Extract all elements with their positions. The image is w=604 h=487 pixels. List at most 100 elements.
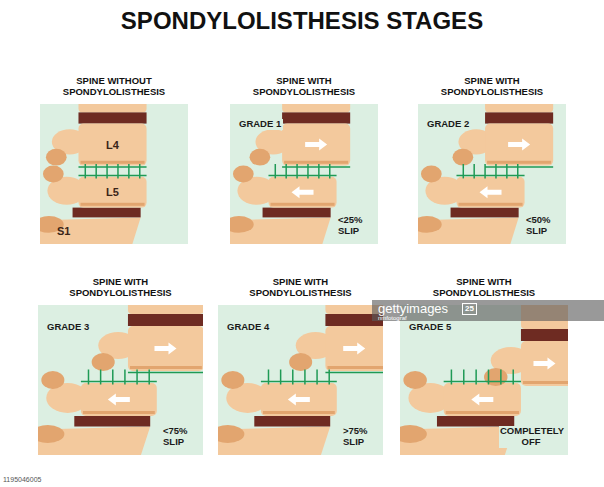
slip-label: <25% SLIP — [337, 215, 373, 237]
alignment-line — [261, 381, 337, 383]
endplate — [458, 203, 522, 206]
facet — [289, 353, 312, 371]
motion-arrow — [533, 358, 555, 370]
disc — [74, 416, 150, 427]
alignment-line — [81, 381, 157, 383]
alignment-tick — [463, 370, 465, 385]
vertebra-label: S1 — [57, 225, 70, 238]
motion-arrow — [154, 343, 176, 355]
endplate — [270, 203, 334, 206]
endplate — [523, 381, 568, 384]
vertebral-body — [78, 177, 146, 208]
endplate — [80, 203, 144, 206]
slip-label: >75% SLIP — [342, 426, 378, 448]
endplate — [327, 366, 383, 369]
panel-heading: SPINE WITH SPONDYLOLISTHESIS — [59, 277, 183, 299]
endplate — [487, 161, 551, 164]
motion-arrow — [343, 343, 365, 355]
alignment-tick — [473, 164, 475, 178]
facet — [43, 166, 64, 183]
alignment-tick — [136, 370, 138, 385]
disc — [78, 112, 146, 123]
watermark-badge: 25 — [462, 303, 477, 315]
facet — [484, 368, 508, 386]
endplate — [83, 411, 155, 414]
motion-arrow — [480, 186, 502, 198]
alignment-tick — [304, 370, 306, 385]
vertebra-label: L4 — [106, 138, 119, 151]
panel-heading: SPINE WITH SPONDYLOLISTHESIS — [422, 277, 546, 299]
vertebral-body — [485, 124, 553, 166]
alignment-tick — [307, 164, 309, 178]
facet — [46, 149, 67, 166]
alignment-tick — [139, 164, 141, 178]
panel-heading: SPINE WITH SPONDYLOLISTHESIS — [239, 277, 363, 299]
spine-illustration — [218, 305, 383, 455]
endplate — [263, 411, 335, 414]
alignment-tick — [100, 370, 102, 385]
vertebral-body — [81, 383, 157, 416]
alignment-tick — [517, 164, 519, 178]
slip-label: COMPLETELY OFF — [499, 426, 563, 448]
endplate — [446, 411, 519, 414]
sacrum-lobe — [418, 216, 442, 233]
alignment-tick — [106, 164, 108, 178]
vertebral-body — [78, 104, 146, 112]
alignment-tick — [280, 370, 282, 385]
vertebral-body — [78, 124, 146, 166]
vertebral-body — [128, 305, 203, 314]
disc — [254, 416, 330, 427]
facet — [421, 166, 442, 183]
alignment-tick — [275, 164, 277, 178]
alignment-tick — [88, 370, 90, 385]
vertebral-body — [268, 177, 336, 208]
vertebral-body — [444, 383, 521, 416]
alignment-tick — [318, 164, 320, 178]
sacrum-lobe — [400, 425, 427, 443]
watermark-credit: nmfotograf — [378, 315, 407, 321]
alignment-line — [268, 175, 336, 177]
spine-illustration — [38, 305, 203, 455]
alignment-tick — [506, 164, 508, 178]
alignment-tick — [488, 370, 490, 385]
alignment-line — [444, 381, 521, 383]
disc — [282, 112, 350, 123]
facet — [92, 353, 115, 371]
alignment-tick — [500, 370, 502, 385]
grade-label: GRADE 4 — [225, 322, 271, 333]
motion-arrow — [471, 394, 493, 406]
endplate — [130, 366, 202, 369]
panel-heading: SPINE WITH SPONDYLOLISTHESIS — [430, 76, 554, 98]
panel-heading: SPINE WITHOUT SPONDYLOLISTHESIS — [52, 76, 176, 98]
facet — [221, 371, 244, 389]
vertebral-body — [282, 124, 350, 166]
spine-illustration — [230, 104, 350, 244]
motion-arrow — [288, 394, 310, 406]
alignment-tick — [296, 164, 298, 178]
facet — [250, 149, 271, 166]
vertebra-label: L5 — [106, 186, 119, 199]
grade-label: GRADE 5 — [407, 322, 453, 333]
alignment-line — [78, 166, 146, 168]
panel-heading: SPINE WITH SPONDYLOLISTHESIS — [242, 76, 366, 98]
stage-panel: SPINE WITH SPONDYLOLISTHESISGRADE 2<50% … — [418, 104, 566, 244]
spine-drawing — [40, 104, 188, 244]
stage-panel: SPINE WITH SPONDYLOLISTHESISGRADE 1<25% … — [230, 104, 378, 244]
alignment-tick — [475, 370, 477, 385]
spine-illustration — [40, 104, 147, 244]
grade-label: GRADE 2 — [425, 119, 471, 130]
alignment-tick — [268, 370, 270, 385]
title: SPONDYLOLISTHESIS STAGES — [0, 8, 604, 34]
alignment-tick — [292, 370, 294, 385]
disc — [128, 314, 203, 326]
facet — [403, 371, 427, 389]
disc — [263, 208, 331, 218]
vertebral-body — [485, 104, 553, 112]
motion-arrow — [108, 394, 130, 406]
slip-label: <75% SLIP — [162, 426, 198, 448]
stage-panel: SPINE WITH SPONDYLOLISTHESISGRADE 3<75% … — [38, 305, 203, 455]
grade-label: GRADE 3 — [45, 322, 91, 333]
alignment-line — [325, 372, 383, 374]
alignment-tick — [451, 370, 453, 385]
